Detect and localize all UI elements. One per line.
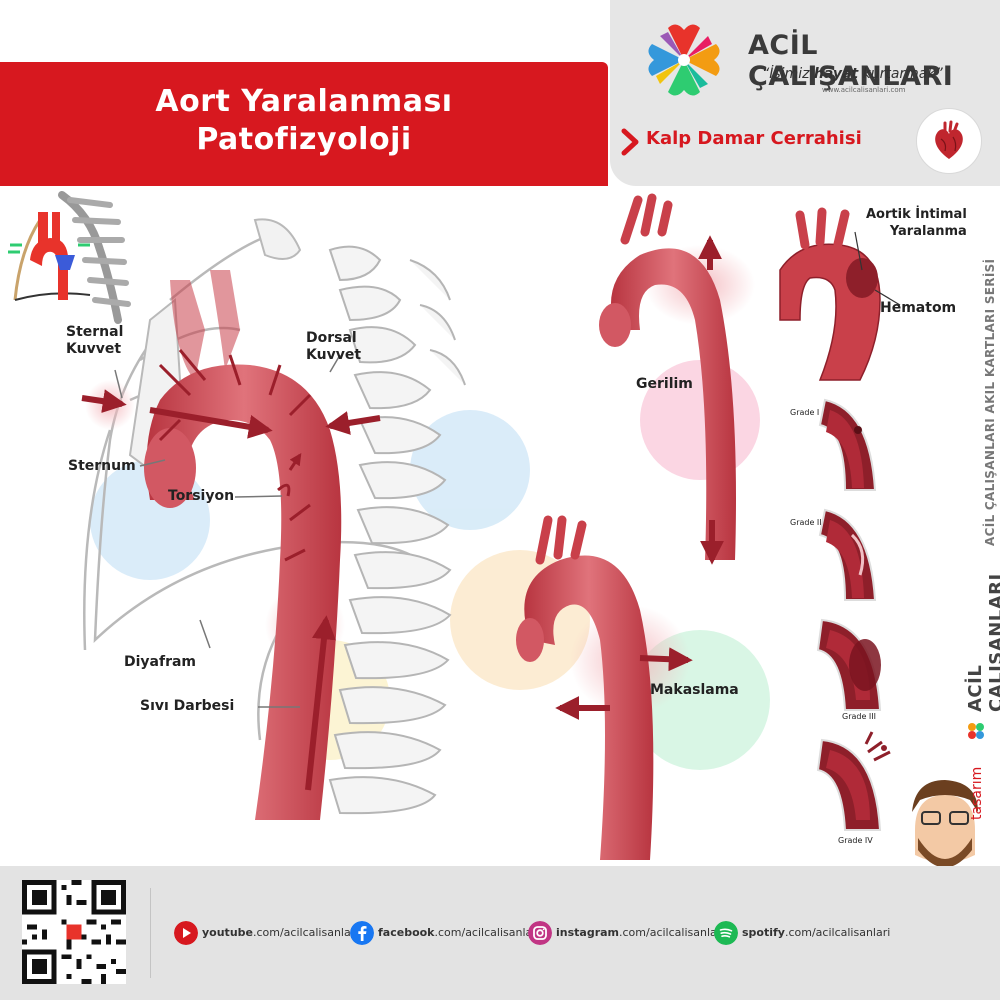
brand-slogan: “İşimiz hayat kurtarmak” xyxy=(762,66,943,82)
facebook-link[interactable]: facebook.com/acilcalisanlari xyxy=(350,921,540,945)
grade-illustrations xyxy=(816,398,891,831)
tension-aorta xyxy=(599,193,755,565)
spine xyxy=(328,245,466,815)
page-title-line-1: Aort Yaralanması xyxy=(155,84,453,119)
design-credit: tasarım ACİL ÇALIŞANLARI xyxy=(962,546,1000,820)
grade-1-label: Grade I xyxy=(790,408,820,417)
shear-aorta xyxy=(516,515,693,860)
sivi-darbesi-label: Sıvı Darbesi xyxy=(140,698,235,714)
youtube-link[interactable]: youtube.com/acilcalisanlari xyxy=(174,921,358,945)
grade-3-label: Grade III xyxy=(842,712,877,721)
grade-2-label: Grade II xyxy=(790,518,822,527)
youtube-icon xyxy=(174,921,198,945)
brand-url: www.acilcalisanlari.com xyxy=(822,86,906,94)
heart-badge xyxy=(916,108,982,174)
grade-2-vessel xyxy=(818,508,877,601)
main-aorta xyxy=(81,270,381,820)
leader-lines xyxy=(114,354,341,708)
instagram-icon xyxy=(528,921,552,945)
grade-4-vessel xyxy=(816,731,891,831)
footer xyxy=(0,866,1000,1000)
grade-4-label: Grade IV xyxy=(838,836,873,845)
brand-small-logo-icon xyxy=(968,723,984,739)
design-brand-name: ACİL ÇALIŞANLARI xyxy=(965,573,1000,712)
facebook-icon xyxy=(350,921,374,945)
footer-divider xyxy=(150,888,151,978)
title-banner: Aort Yaralanması Patofizyoloji xyxy=(0,62,608,186)
chevron-right-icon xyxy=(621,128,639,156)
sternum-label: Sternum xyxy=(68,458,136,474)
makaslama-label: Makaslama xyxy=(650,682,739,698)
grade-1-vessel xyxy=(818,398,877,491)
torsiyon-label: Torsiyon xyxy=(168,488,235,504)
design-label: tasarım xyxy=(969,766,985,820)
grade-3-vessel xyxy=(816,618,882,711)
series-caption: ACİL ÇALIŞANLARI AKIL KARTLARI SERİSİ xyxy=(983,258,997,546)
diyafram-label: Diyafram xyxy=(124,654,197,670)
brand-name: ACİL ÇALIŞANLARI xyxy=(748,30,954,92)
page-title-line-2: Patofizyoloji xyxy=(196,122,412,157)
thorax-thumbnail xyxy=(8,191,131,324)
instagram-link[interactable]: instagram.com/acilcalisanlari xyxy=(528,921,724,945)
heart-icon xyxy=(935,120,963,159)
doctor-mascot xyxy=(912,780,978,866)
brand-logo-icon xyxy=(648,24,720,96)
spotify-link[interactable]: spotify.com/acilcalisanlari xyxy=(714,921,890,945)
intimal-injury-aorta xyxy=(779,207,901,381)
category-label: Kalp Damar Cerrahisi xyxy=(646,128,862,149)
qr-code[interactable] xyxy=(22,880,126,984)
gerilim-label: Gerilim xyxy=(636,376,693,392)
hematom-label: Hematom xyxy=(880,300,957,316)
main-illustration xyxy=(8,191,978,866)
spotify-icon xyxy=(714,921,738,945)
